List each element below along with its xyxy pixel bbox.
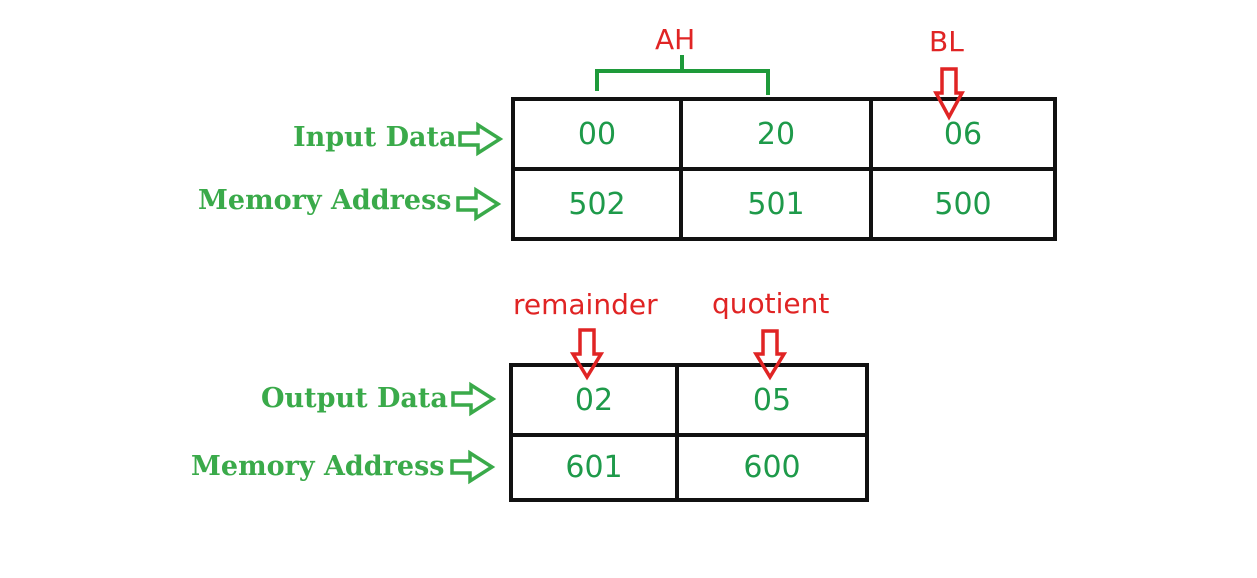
ah-bracket: [595, 55, 770, 95]
input-memory-address-label: Memory Address: [198, 185, 452, 216]
input-address-cell-500: 500: [869, 167, 1057, 241]
quotient-label: quotient: [712, 287, 830, 320]
right-arrow-icon: [458, 121, 504, 157]
right-arrow-icon: [451, 381, 497, 417]
output-address-cell-600: 600: [675, 433, 869, 502]
output-address-cell-601: 601: [509, 433, 679, 502]
input-data-cell-500: 06: [869, 97, 1057, 171]
input-address-cell-502: 502: [511, 167, 683, 241]
input-memory-table: 00 20 06 502 501 500: [511, 97, 1057, 241]
output-data-label: Output Data: [261, 383, 448, 414]
input-address-row: 502 501 500: [511, 167, 1057, 241]
input-data-label: Input Data: [293, 122, 457, 153]
input-address-cell-501: 501: [679, 167, 873, 241]
remainder-label: remainder: [513, 288, 658, 321]
output-memory-address-label: Memory Address: [191, 451, 445, 482]
bl-register-label: BL: [929, 25, 964, 58]
right-arrow-icon: [456, 186, 502, 222]
output-memory-table: 02 05 601 600: [509, 363, 869, 502]
input-data-cell-502: 00: [511, 97, 683, 171]
quotient-down-arrow-icon: [752, 329, 788, 381]
output-address-row: 601 600: [509, 433, 869, 502]
input-data-row: 00 20 06: [511, 97, 1057, 171]
input-data-cell-501: 20: [679, 97, 873, 171]
ah-register-label: AH: [655, 23, 696, 56]
right-arrow-icon: [450, 449, 496, 485]
bl-down-arrow-icon: [933, 67, 965, 121]
remainder-down-arrow-icon: [569, 328, 605, 381]
